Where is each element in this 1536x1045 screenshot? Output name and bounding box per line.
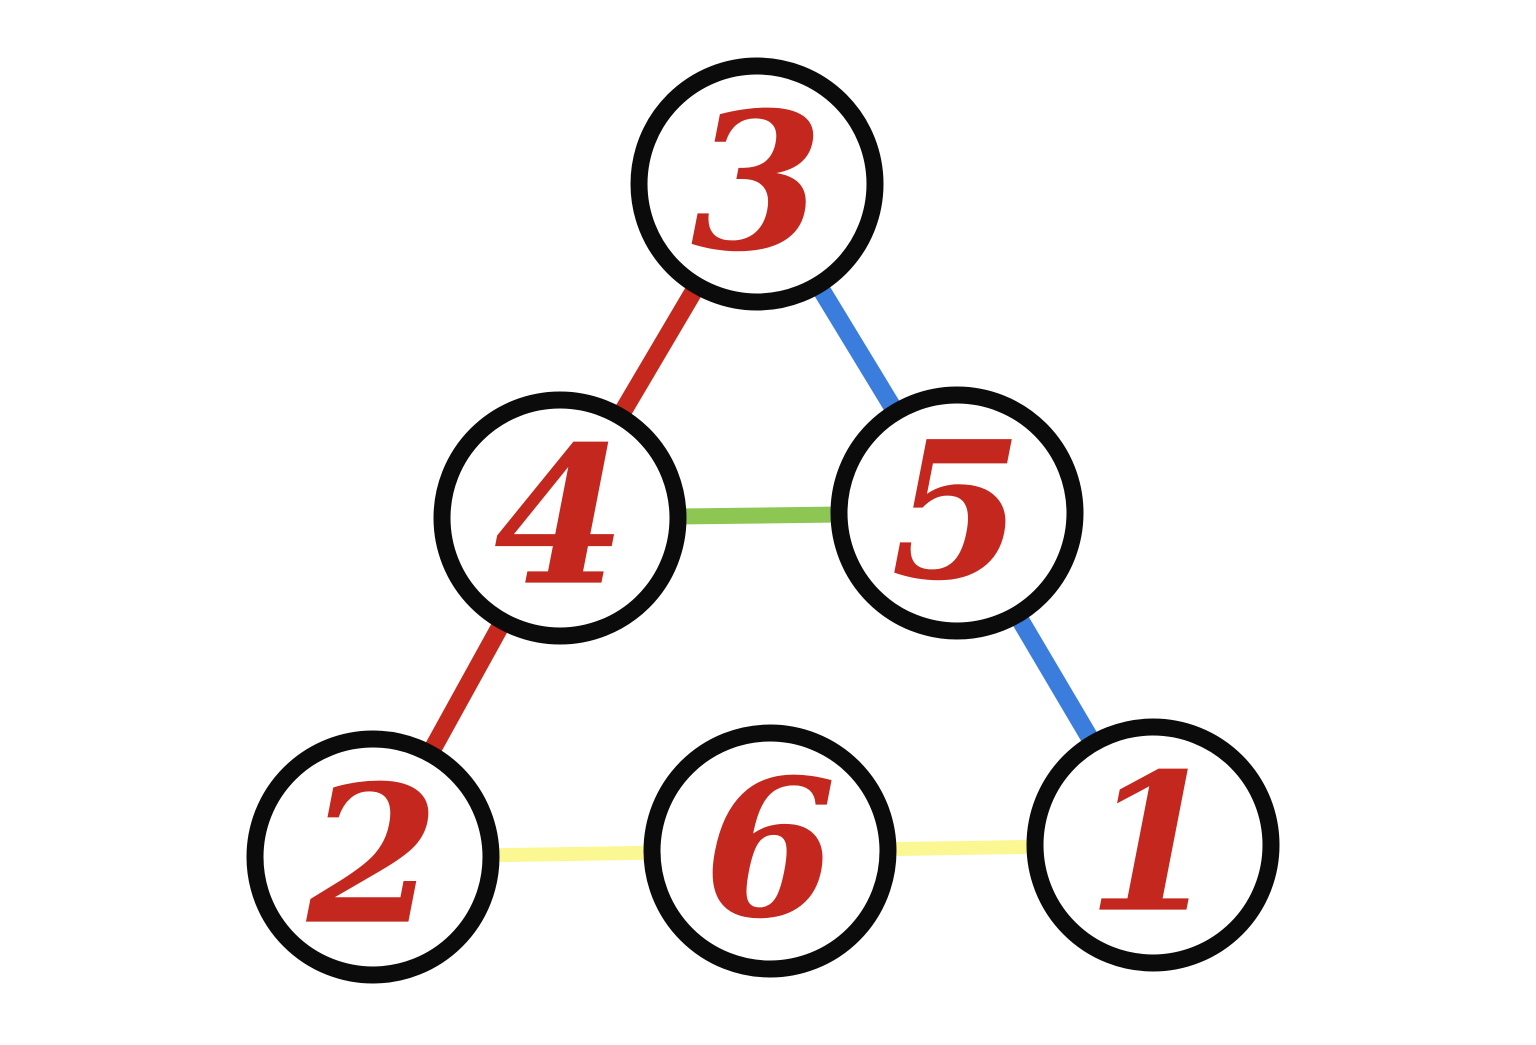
- node-circle-1: [1026, 718, 1280, 972]
- node-label-1: 1: [1087, 732, 1219, 955]
- graph-node-4: 4: [433, 391, 687, 645]
- node-circle-2: [246, 730, 500, 984]
- node-circle-3: [630, 57, 884, 311]
- node-circle-6: [643, 724, 897, 978]
- node-circle-5: [830, 386, 1084, 640]
- graph-node-1: 1: [1026, 718, 1280, 972]
- node-label-5: 5: [891, 400, 1023, 623]
- node-label-6: 6: [704, 738, 836, 961]
- graph-node-2: 2: [246, 730, 500, 984]
- node-label-3: 3: [691, 71, 823, 294]
- graph-node-6: 6: [643, 724, 897, 978]
- graph-node-3: 3: [630, 57, 884, 311]
- graph-node-5: 5: [830, 386, 1084, 640]
- node-label-4: 4: [494, 405, 626, 628]
- node-label-2: 2: [306, 744, 439, 967]
- node-circle-4: [433, 391, 687, 645]
